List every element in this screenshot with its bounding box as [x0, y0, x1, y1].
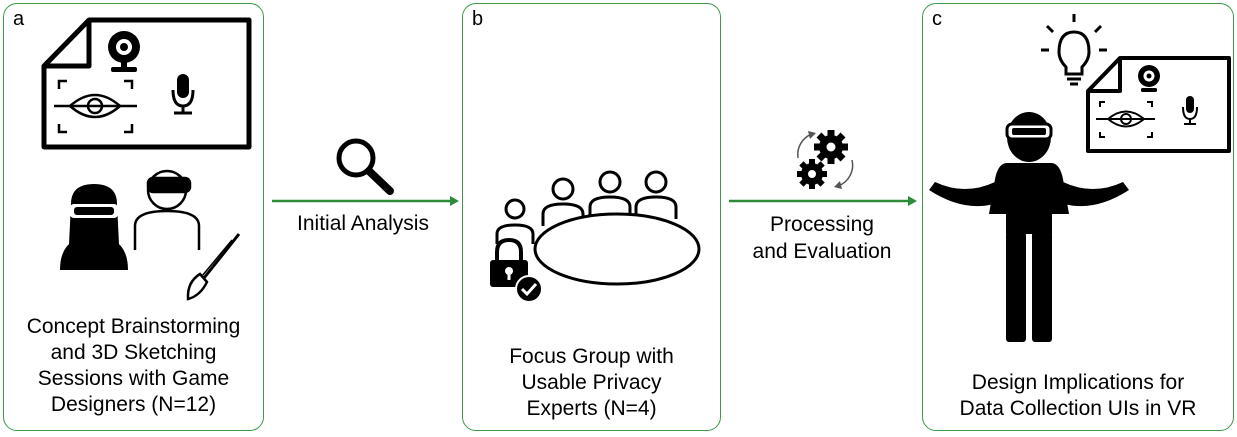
caption-line: Usable Privacy	[521, 371, 662, 394]
arrow-label-line: Processing	[770, 213, 874, 236]
arrow-initial-analysis	[272, 196, 459, 206]
arrow-label-line: Initial Analysis	[297, 212, 429, 235]
vr-user-female-icon	[60, 184, 128, 270]
caption-line: Data Collection UIs in VR	[959, 397, 1197, 420]
vr-user-outline-icon	[133, 169, 201, 250]
panel-b-illustration	[490, 170, 701, 303]
magnifier-icon	[336, 138, 394, 195]
caption-line: Designers (N=12)	[50, 393, 217, 416]
panel-caption: Concept Brainstorming and 3D Sketching S…	[4, 314, 263, 418]
caption-line: Experts (N=4)	[526, 397, 657, 420]
panel-letter: c	[932, 8, 942, 30]
panel-design-implications: c	[922, 3, 1234, 431]
eye-tracking-icon	[1096, 101, 1155, 138]
webcam-icon	[1138, 65, 1160, 92]
microphone-icon	[171, 74, 195, 115]
panel-caption: Focus Group with Usable Privacy Experts …	[463, 344, 720, 422]
arrow-label-initial-analysis: Initial Analysis	[270, 210, 456, 237]
arrow-label-processing: Processing and Evaluation	[727, 211, 917, 265]
round-table-group-icon	[495, 170, 701, 286]
panel-a-illustration	[41, 17, 252, 301]
vr-user-shrug-icon	[929, 112, 1129, 342]
panel-caption: Design Implications for Data Collection …	[923, 370, 1233, 422]
gears-icon	[796, 130, 854, 189]
webcam-icon	[108, 31, 140, 72]
document-icon	[41, 17, 252, 150]
paintbrush-icon	[186, 233, 241, 301]
document-icon	[1086, 56, 1231, 153]
caption-line: and 3D Sketching	[50, 341, 217, 364]
caption-line: Sessions with Game	[37, 367, 230, 390]
panel-focus-group: b Focus Group with Usable Privacy	[462, 3, 721, 431]
caption-line: Concept Brainstorming	[26, 315, 241, 338]
caption-line: Design Implications for	[971, 371, 1185, 394]
lightbulb-icon	[1041, 14, 1107, 86]
panel-c-illustration	[929, 14, 1231, 342]
caption-line: Focus Group with	[509, 345, 674, 368]
panel-letter: b	[472, 8, 484, 30]
panel-brainstorming: a	[3, 3, 264, 431]
microphone-icon	[1182, 96, 1198, 125]
panel-letter: a	[13, 8, 25, 30]
arrow-processing	[729, 196, 917, 206]
checkmark-icon	[515, 275, 543, 303]
eye-tracking-icon	[54, 79, 137, 134]
arrow-label-line: and Evaluation	[752, 240, 892, 263]
